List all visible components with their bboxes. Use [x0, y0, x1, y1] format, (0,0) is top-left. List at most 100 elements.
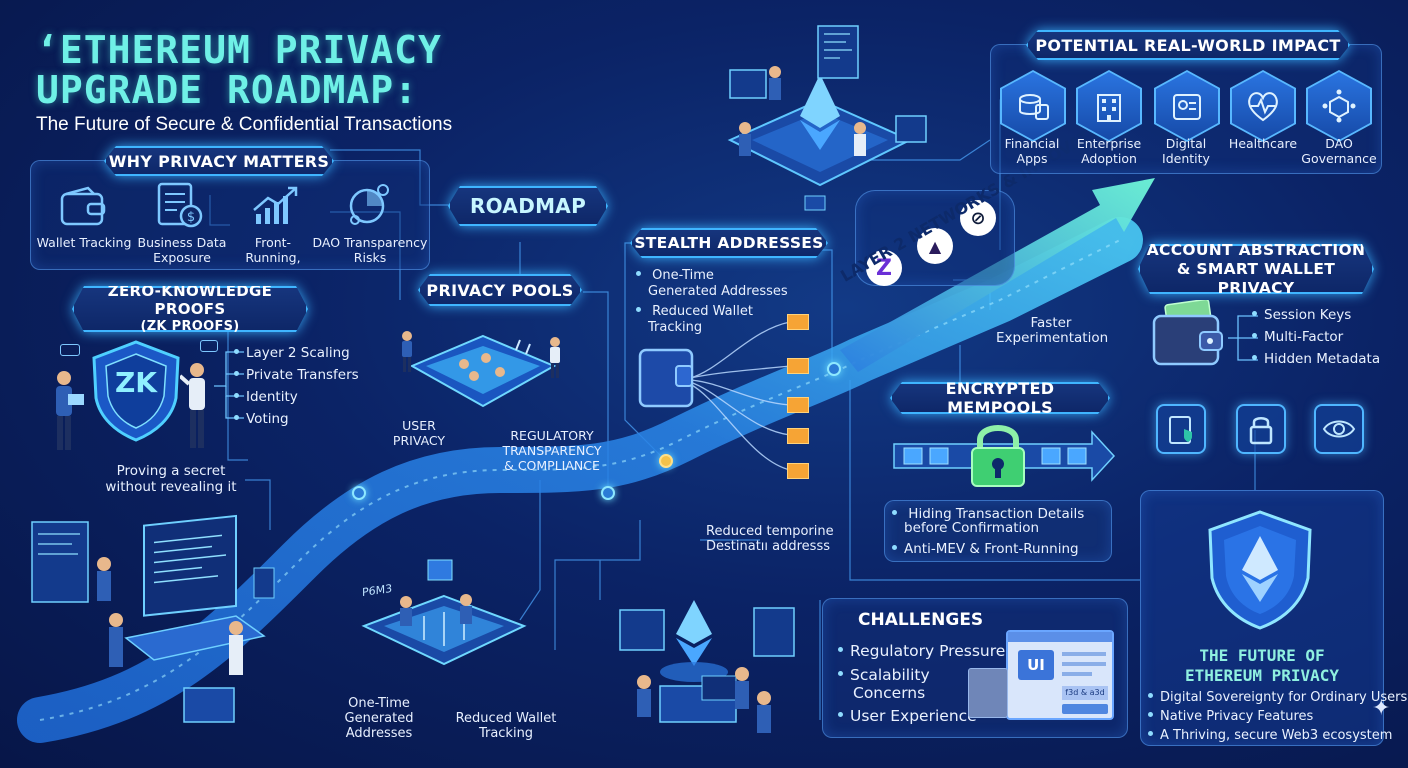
- stealth-caption: Reduced temporine Destinatıı addresss: [706, 524, 834, 554]
- pool-right-label-line1: REGULATORY: [510, 428, 594, 443]
- wallet-icon: [60, 186, 106, 226]
- impact-label: Enterprise Adoption: [1070, 136, 1148, 166]
- stealth-bullet: One-Time: [636, 268, 714, 284]
- zk-shield-icon: [92, 340, 180, 442]
- impact-label-line2: Apps: [1016, 151, 1048, 166]
- zk-bullet: Voting: [234, 411, 289, 427]
- stealth-bullet1-line1: One-Time: [652, 268, 714, 283]
- impact-label-line1: Digital: [1165, 136, 1207, 151]
- why-privacy-item-label: DAO Transparency Risks: [312, 235, 428, 265]
- chart-up-icon: [253, 186, 298, 224]
- document-dollar-icon: $: [157, 182, 203, 228]
- person-icon: [180, 363, 205, 448]
- impact-label-line1: Healthcare: [1228, 136, 1298, 151]
- stealth-bullet: Reduced Wallet: [636, 304, 753, 319]
- envelope-icon: [787, 397, 809, 413]
- page-title: ‘ETHEREUM PRIVACY UPGRADE ROADMAP:: [36, 30, 442, 110]
- person-icon: [56, 371, 84, 450]
- zk-caption-line2: without revealing it: [105, 479, 237, 495]
- bottom-one-time-caption: One-Time Generated Addresses: [336, 696, 422, 741]
- why-privacy-item-label: Wallet Tracking: [36, 235, 132, 250]
- chat-bubble-icon: [200, 340, 218, 352]
- pool-left-label-line1: USER: [402, 418, 436, 433]
- ethereum-workstation-illustration: [727, 25, 927, 211]
- layer2-caption: Faster Experimentation: [996, 315, 1108, 346]
- pool-left-label-line2: PRIVACY: [392, 433, 446, 448]
- stealth-bullet2-line2: Tracking: [648, 320, 703, 335]
- impact-label-line1: DAO: [1325, 136, 1353, 151]
- impact-label: Healthcare: [1224, 136, 1302, 151]
- future-bullet: Native Privacy Features: [1148, 709, 1313, 724]
- mempools-header: ENCRYPTED MEMPOOLS: [890, 382, 1110, 414]
- pool-right-label: REGULATORY TRANSPARENCY & COMPLIANCE: [490, 428, 614, 473]
- layer2-caption-line1: Faster: [1030, 315, 1072, 331]
- building-icon: [1078, 72, 1140, 140]
- bottom-reduced-line1: Reduced Wallet: [455, 711, 557, 726]
- bottom-one-time-line1: One-Time: [348, 696, 410, 711]
- railgun-logo-icon: ⊘: [960, 200, 996, 236]
- impact-header: POTENTIAL REAL-WORLD IMPACT: [1026, 30, 1350, 60]
- aa-header: ACCOUNT ABSTRACTION & SMART WALLET PRIVA…: [1138, 244, 1374, 294]
- impact-label-line1: Financial: [1004, 136, 1060, 151]
- roadmap-node: [352, 486, 366, 500]
- roadmap-label: ROADMAP: [448, 186, 608, 226]
- developer-laptop-illustration: [31, 514, 275, 723]
- envelope-icon: [787, 358, 809, 374]
- ui-back-window: [968, 668, 1008, 718]
- roadmap-node: [827, 362, 841, 376]
- ethereum-desk-illustration: [619, 600, 795, 733]
- envelope-icon: [787, 314, 809, 330]
- privacy-pools-header-wrap: PRIVACY POOLS: [418, 274, 582, 306]
- impact-label: Financial Apps: [996, 136, 1068, 166]
- person-icon: [402, 331, 412, 372]
- stealth-bullet1-line2: Generated Addresses: [648, 284, 788, 299]
- aa-bullet: Hidden Metadata: [1252, 351, 1380, 367]
- challenges-bullet: Regulatory Pressure: [838, 642, 1005, 660]
- page-subtitle: The Future of Secure & Confidential Tran…: [36, 114, 453, 135]
- zk-header: ZERO-KNOWLEDGE PROOFS (ZK PROOFS): [72, 286, 308, 332]
- stealth-header: STEALTH ADDRESSES: [630, 228, 828, 258]
- future-bullet: A Thriving, secure Web3 ecosystem: [1148, 728, 1392, 743]
- mempools-bullet: Hiding Transaction Details: [892, 506, 1084, 522]
- why-privacy-header-wrap: WHY PRIVACY MATTERS: [104, 146, 334, 176]
- aa-bullet: Multi-Factor: [1252, 329, 1343, 345]
- why-privacy-header: WHY PRIVACY MATTERS: [104, 146, 334, 176]
- impact-label-line2: Governance: [1301, 151, 1377, 166]
- bottom-one-time-line2: Generated: [344, 711, 414, 726]
- stealth-caption-line1: Reduced temporine: [706, 524, 834, 539]
- mempools-bullet1-line1: Hiding Transaction Details: [908, 506, 1085, 522]
- people-pie-icon: [349, 184, 389, 225]
- zk-header-line2: (ZK PROOFS): [140, 319, 240, 334]
- zcash-logo-icon: Z: [866, 250, 902, 286]
- aa-header-line2: & SMART WALLET PRIVACY: [1176, 259, 1336, 297]
- stealth-bullet2-line1: Reduced Wallet: [652, 304, 753, 319]
- heart-pulse-icon: [1232, 72, 1294, 140]
- mempools-header-wrap: ENCRYPTED MEMPOOLS: [890, 382, 1110, 414]
- mempools-bullet1-line2: before Confirmation: [904, 520, 1040, 536]
- envelope-icon: [787, 428, 809, 444]
- aa-header-wrap: ACCOUNT ABSTRACTION & SMART WALLET PRIVA…: [1138, 244, 1374, 294]
- impact-label: DAO Governance: [1300, 136, 1378, 166]
- eye-icon: [1314, 404, 1364, 454]
- pool-right-label-line3: & COMPLIANCE: [504, 458, 600, 473]
- why-privacy-item-label: Business Data Exposure: [137, 235, 227, 265]
- zk-badge: ZK: [115, 366, 157, 399]
- ui-window-illustration: UI f3d & a3d: [1006, 630, 1114, 720]
- roadmap-node: [659, 454, 673, 468]
- node-platform-illustration: [361, 559, 527, 666]
- impact-label: Digital Identity: [1150, 136, 1222, 166]
- clipboard-shield-icon: [1156, 404, 1206, 454]
- aztec-logo-icon: ▲: [917, 228, 953, 264]
- zk-caption-line1: Proving a secret: [116, 463, 226, 479]
- roadmap-label-wrap: ROADMAP: [448, 186, 608, 226]
- aa-header-line1: ACCOUNT ABSTRACTION: [1146, 240, 1366, 259]
- bottom-reduced-caption: Reduced Wallet Tracking: [446, 711, 566, 741]
- smart-wallet-icon: [1152, 300, 1223, 366]
- aa-bullet: Session Keys: [1252, 307, 1351, 323]
- pool-right-label-line2: TRANSPARENCY: [502, 443, 602, 458]
- future-title: THE FUTURE OF ETHEREUM PRIVACY: [1140, 646, 1384, 686]
- ethereum-shield-icon: [1208, 510, 1312, 630]
- zk-bullet: Layer 2 Scaling: [234, 345, 350, 361]
- zk-caption: Proving a secret without revealing it: [96, 463, 246, 495]
- impact-header-wrap: POTENTIAL REAL-WORLD IMPACT: [1026, 30, 1350, 60]
